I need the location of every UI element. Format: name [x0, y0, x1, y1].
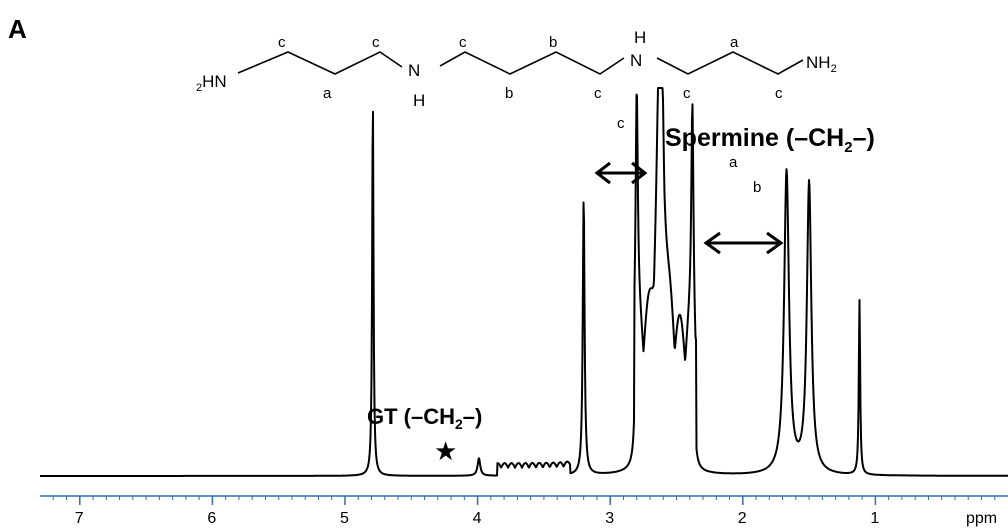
position-letter: b [505, 85, 513, 102]
x-axis-label: ppm [966, 510, 997, 527]
subscript: 2 [831, 63, 837, 75]
x-tick-label: 4 [473, 510, 482, 527]
range-arrow-c [594, 161, 648, 185]
structure-amine-left: 2HN [196, 72, 227, 94]
position-letter: c [278, 34, 286, 51]
position-letter: c [459, 34, 467, 51]
position-letter: a [323, 85, 332, 102]
spermine-structure: 2HN N H H N NH2 c a c c b b c c a c [196, 28, 837, 110]
subscript: 2 [196, 82, 202, 94]
structure-hydrogen: H [634, 28, 646, 47]
spectrum-line [39, 87, 1008, 477]
structure-nitrogen: N [630, 51, 642, 70]
position-letter: c [372, 34, 380, 51]
structure-amine-right: NH2 [806, 53, 837, 75]
peak-annotations: c a b Spermine (–CH2–) GT (–CH2–) ★ [367, 115, 875, 466]
position-letter: c [683, 85, 691, 102]
peak-label-b: b [753, 179, 761, 196]
position-letter: b [549, 34, 557, 51]
structure-bonds [656, 51, 804, 75]
peak-label-a: a [729, 154, 738, 171]
spermine-label: Spermine (–CH2–) [665, 124, 875, 156]
x-tick-label: 5 [340, 510, 349, 527]
position-letter: c [594, 85, 602, 102]
peak-label-c: c [617, 115, 625, 132]
x-tick-label: 3 [605, 510, 614, 527]
x-tick-label: 6 [207, 510, 216, 527]
range-arrow-ab [703, 231, 784, 255]
panel-label: A [8, 14, 27, 44]
x-tick-label: 7 [75, 510, 84, 527]
position-letter: a [730, 34, 739, 51]
structure-bonds [439, 51, 625, 75]
position-letter: c [775, 85, 783, 102]
x-tick-label: 1 [870, 510, 879, 527]
x-tick-label: 2 [738, 510, 747, 527]
x-axis: 7 6 5 4 3 2 1 [40, 495, 1008, 527]
structure-nitrogen: N [408, 61, 420, 80]
star-marker: ★ [434, 436, 457, 466]
structure-bonds [237, 51, 403, 75]
structure-hydrogen: H [413, 91, 425, 110]
gt-label: GT (–CH2–) [367, 404, 482, 432]
